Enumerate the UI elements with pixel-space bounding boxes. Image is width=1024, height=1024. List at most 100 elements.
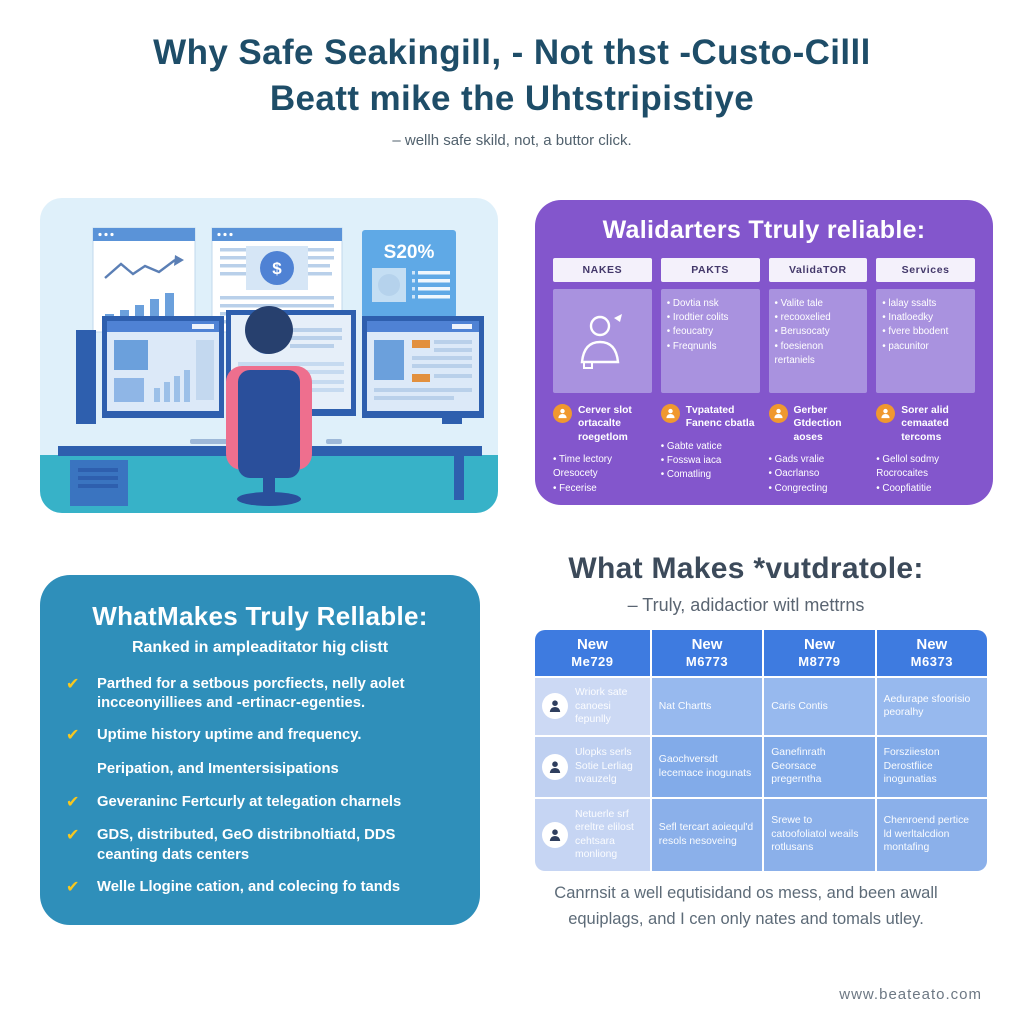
checklist-item-continuation: Peripation, and Imentersisipations	[66, 760, 454, 779]
check-icon	[66, 675, 84, 713]
column-body: lalay ssalts Inatloedky fvere bbodent pa…	[876, 289, 975, 393]
header: Why Safe Seakingill, - Not thst -Custo-C…	[0, 30, 1024, 149]
table-header-cell: New M6773	[651, 630, 763, 676]
table-row-label-cell: Netuerle srf ereltre elilost cehtsara mo…	[535, 798, 650, 871]
left-monitor	[102, 316, 224, 418]
workstation-illustration-art: $ S20%	[40, 227, 498, 513]
table-cell: Nat Chartts	[651, 678, 763, 735]
list-item: fvere bbodent	[882, 325, 969, 339]
person-sketch-icon	[581, 314, 623, 369]
table-cell: Caris Contis	[764, 678, 875, 735]
checklist-item: Welle Llogine cation, and colecing fo ta…	[66, 878, 454, 899]
mouse	[326, 439, 342, 444]
metrics-table: New Me729 New M6773 New M8779 New M6373 …	[535, 630, 987, 871]
column-header: Services	[876, 258, 975, 282]
column-bottom-list: Gabte vatice Fosswa iaca Comatling	[661, 440, 760, 483]
desk-leg	[454, 456, 464, 500]
list-item: Freqnunls	[667, 340, 754, 354]
validator-column-services: Services lalay ssalts Inatloedky fvere b…	[876, 258, 975, 496]
feature-title: Sorer alid cemaated tercoms	[901, 405, 949, 443]
checklist-item-text: Welle Llogine cation, and colecing fo ta…	[97, 878, 401, 895]
validator-column-nakes: NAKES Cerver slot ortacalte roegetlom	[553, 258, 652, 496]
list-item: Time lectory Oresocety	[553, 453, 652, 481]
table-cell: Sefl tercart aoiequl'd resols nesoveing	[651, 798, 763, 871]
reliable-panel-title: WhatMakes Truly Rellable:	[92, 601, 428, 631]
chair-pedestal	[263, 478, 275, 496]
list-item: Inatloedky	[882, 311, 969, 325]
table-cell-text: Netuerle srf ereltre elilost cehtsara mo…	[575, 808, 634, 861]
workstation-illustration: $ S20%	[40, 198, 498, 513]
feature-title: Tvpatated Fanenc cbatla	[685, 405, 755, 430]
feature-row: Gerber Gtdection aoses	[768, 404, 868, 444]
check-icon	[66, 726, 84, 747]
dollar-circle-icon	[260, 251, 294, 285]
table-header-cell: New M8779	[764, 630, 875, 676]
list-item: Valite tale	[775, 297, 862, 311]
column-bottom-list: Time lectory Oresocety Fecerise	[553, 453, 652, 496]
orange-badge-icon	[768, 404, 788, 423]
column-body: Dovtia nsk Irodtier colits feoucatry Fre…	[660, 289, 760, 393]
check-icon	[66, 826, 84, 864]
list-item: Irodtier colits	[667, 311, 754, 325]
website-url: www.beateato.com	[839, 986, 982, 1003]
table-cell: Forsziieston Derostfiice inogunatias	[876, 736, 987, 797]
user-avatar-icon	[542, 753, 568, 780]
list-item: feoucatry	[667, 325, 754, 339]
table-cell-text: Ulopks serls Sotie Lerliag nvauzelg	[575, 747, 633, 786]
checklist-item-text: GDS, distributed, GeO distribnoltiatd, D…	[97, 827, 396, 863]
list-item: Gabte vatice	[661, 440, 760, 454]
table-cell-text: Wriork sate canoesi fepunlly	[575, 687, 628, 726]
checklist-item: Uptime history uptime and frequency.	[66, 726, 454, 747]
feature-row: Tvpatated Fanenc cbatla	[660, 404, 760, 431]
chair-back	[238, 370, 300, 478]
right-monitor	[362, 316, 484, 418]
column-body: Valite tale recooxelied Berusocaty foesi…	[768, 289, 868, 393]
column-header: PAKTS	[660, 258, 760, 282]
feature-title: Gerber Gtdection aoses	[793, 405, 842, 443]
person-at-desk	[226, 306, 312, 506]
orange-badge-icon	[553, 404, 572, 423]
list-item: pacunitor	[882, 340, 969, 354]
checklist-item: GDS, distributed, GeO distribnoltiatd, D…	[66, 826, 454, 864]
table-cell: Gaochversdt lecemace inogunats	[651, 736, 763, 797]
table-cell: Ganefinrath Georsace pregerntha	[764, 736, 875, 797]
feature-row: Sorer alid cemaated tercoms	[876, 404, 975, 444]
title-line-1: Why Safe Seakingill, - Not thst -Custo-C…	[153, 33, 871, 72]
list-item: Oacrlanso	[769, 467, 868, 481]
orange-badge-icon	[660, 404, 680, 423]
validator-panel-title: Walidarters Ttruly reliable:	[602, 216, 926, 244]
speech-bubble-panel: S20%	[362, 230, 456, 340]
check-icon	[66, 793, 84, 814]
reliable-panel: WhatMakes Truly Rellable: Ranked in ampl…	[40, 575, 480, 925]
list-item: lalay ssalts	[882, 297, 969, 311]
list-item: Gellol sodmy Rocrocaites	[876, 453, 975, 481]
column-bottom-list: Gads vralie Oacrlanso Congrecting	[769, 453, 868, 496]
feature-row: Cerver slot ortacalte roegetlom	[553, 404, 652, 444]
user-avatar-icon	[542, 821, 568, 848]
table-header-cell: New Me729	[535, 630, 650, 676]
table-cell: Chenroend pertice ld werltalcdion montaf…	[876, 798, 987, 871]
pc-tower	[70, 460, 128, 506]
checklist-item-text: Uptime history uptime and frequency.	[97, 727, 362, 744]
list-item: Dovtia nsk	[667, 297, 754, 311]
list-item: Fecerise	[553, 482, 652, 496]
checklist-item-text: Parthed for a setbous porcfiects, nelly …	[97, 676, 405, 712]
checklist-item-text: Geveraninc Fertcurly at telegation charn…	[97, 793, 402, 810]
list-item: Fosswa iaca	[661, 454, 760, 468]
metrics-title: What Makes *vutdratole:	[568, 552, 924, 585]
title-line-2: Beatt mike the Uhtstripistiye	[269, 79, 755, 119]
list-item: recooxelied	[775, 311, 862, 325]
table-cell: Srewe to catoofoliatol weails rotlusans	[764, 798, 875, 871]
chair-base	[237, 492, 301, 506]
validator-panel: Walidarters Ttruly reliable: NAKES	[535, 200, 993, 505]
dollar-symbol: $	[272, 259, 282, 278]
column-header: NAKES	[553, 258, 652, 282]
bubble-stat-text: S20%	[384, 242, 435, 263]
left-speaker	[76, 330, 96, 424]
keyboard	[190, 439, 234, 444]
checklist-item: Parthed for a setbous porcfiects, nelly …	[66, 675, 454, 713]
checklist-item: Geveraninc Fertcurly at telegation charn…	[66, 793, 454, 814]
metrics-subtitle: – Truly, adidactior witl mettrns	[627, 595, 865, 615]
list-item: Berusocaty	[775, 325, 862, 339]
